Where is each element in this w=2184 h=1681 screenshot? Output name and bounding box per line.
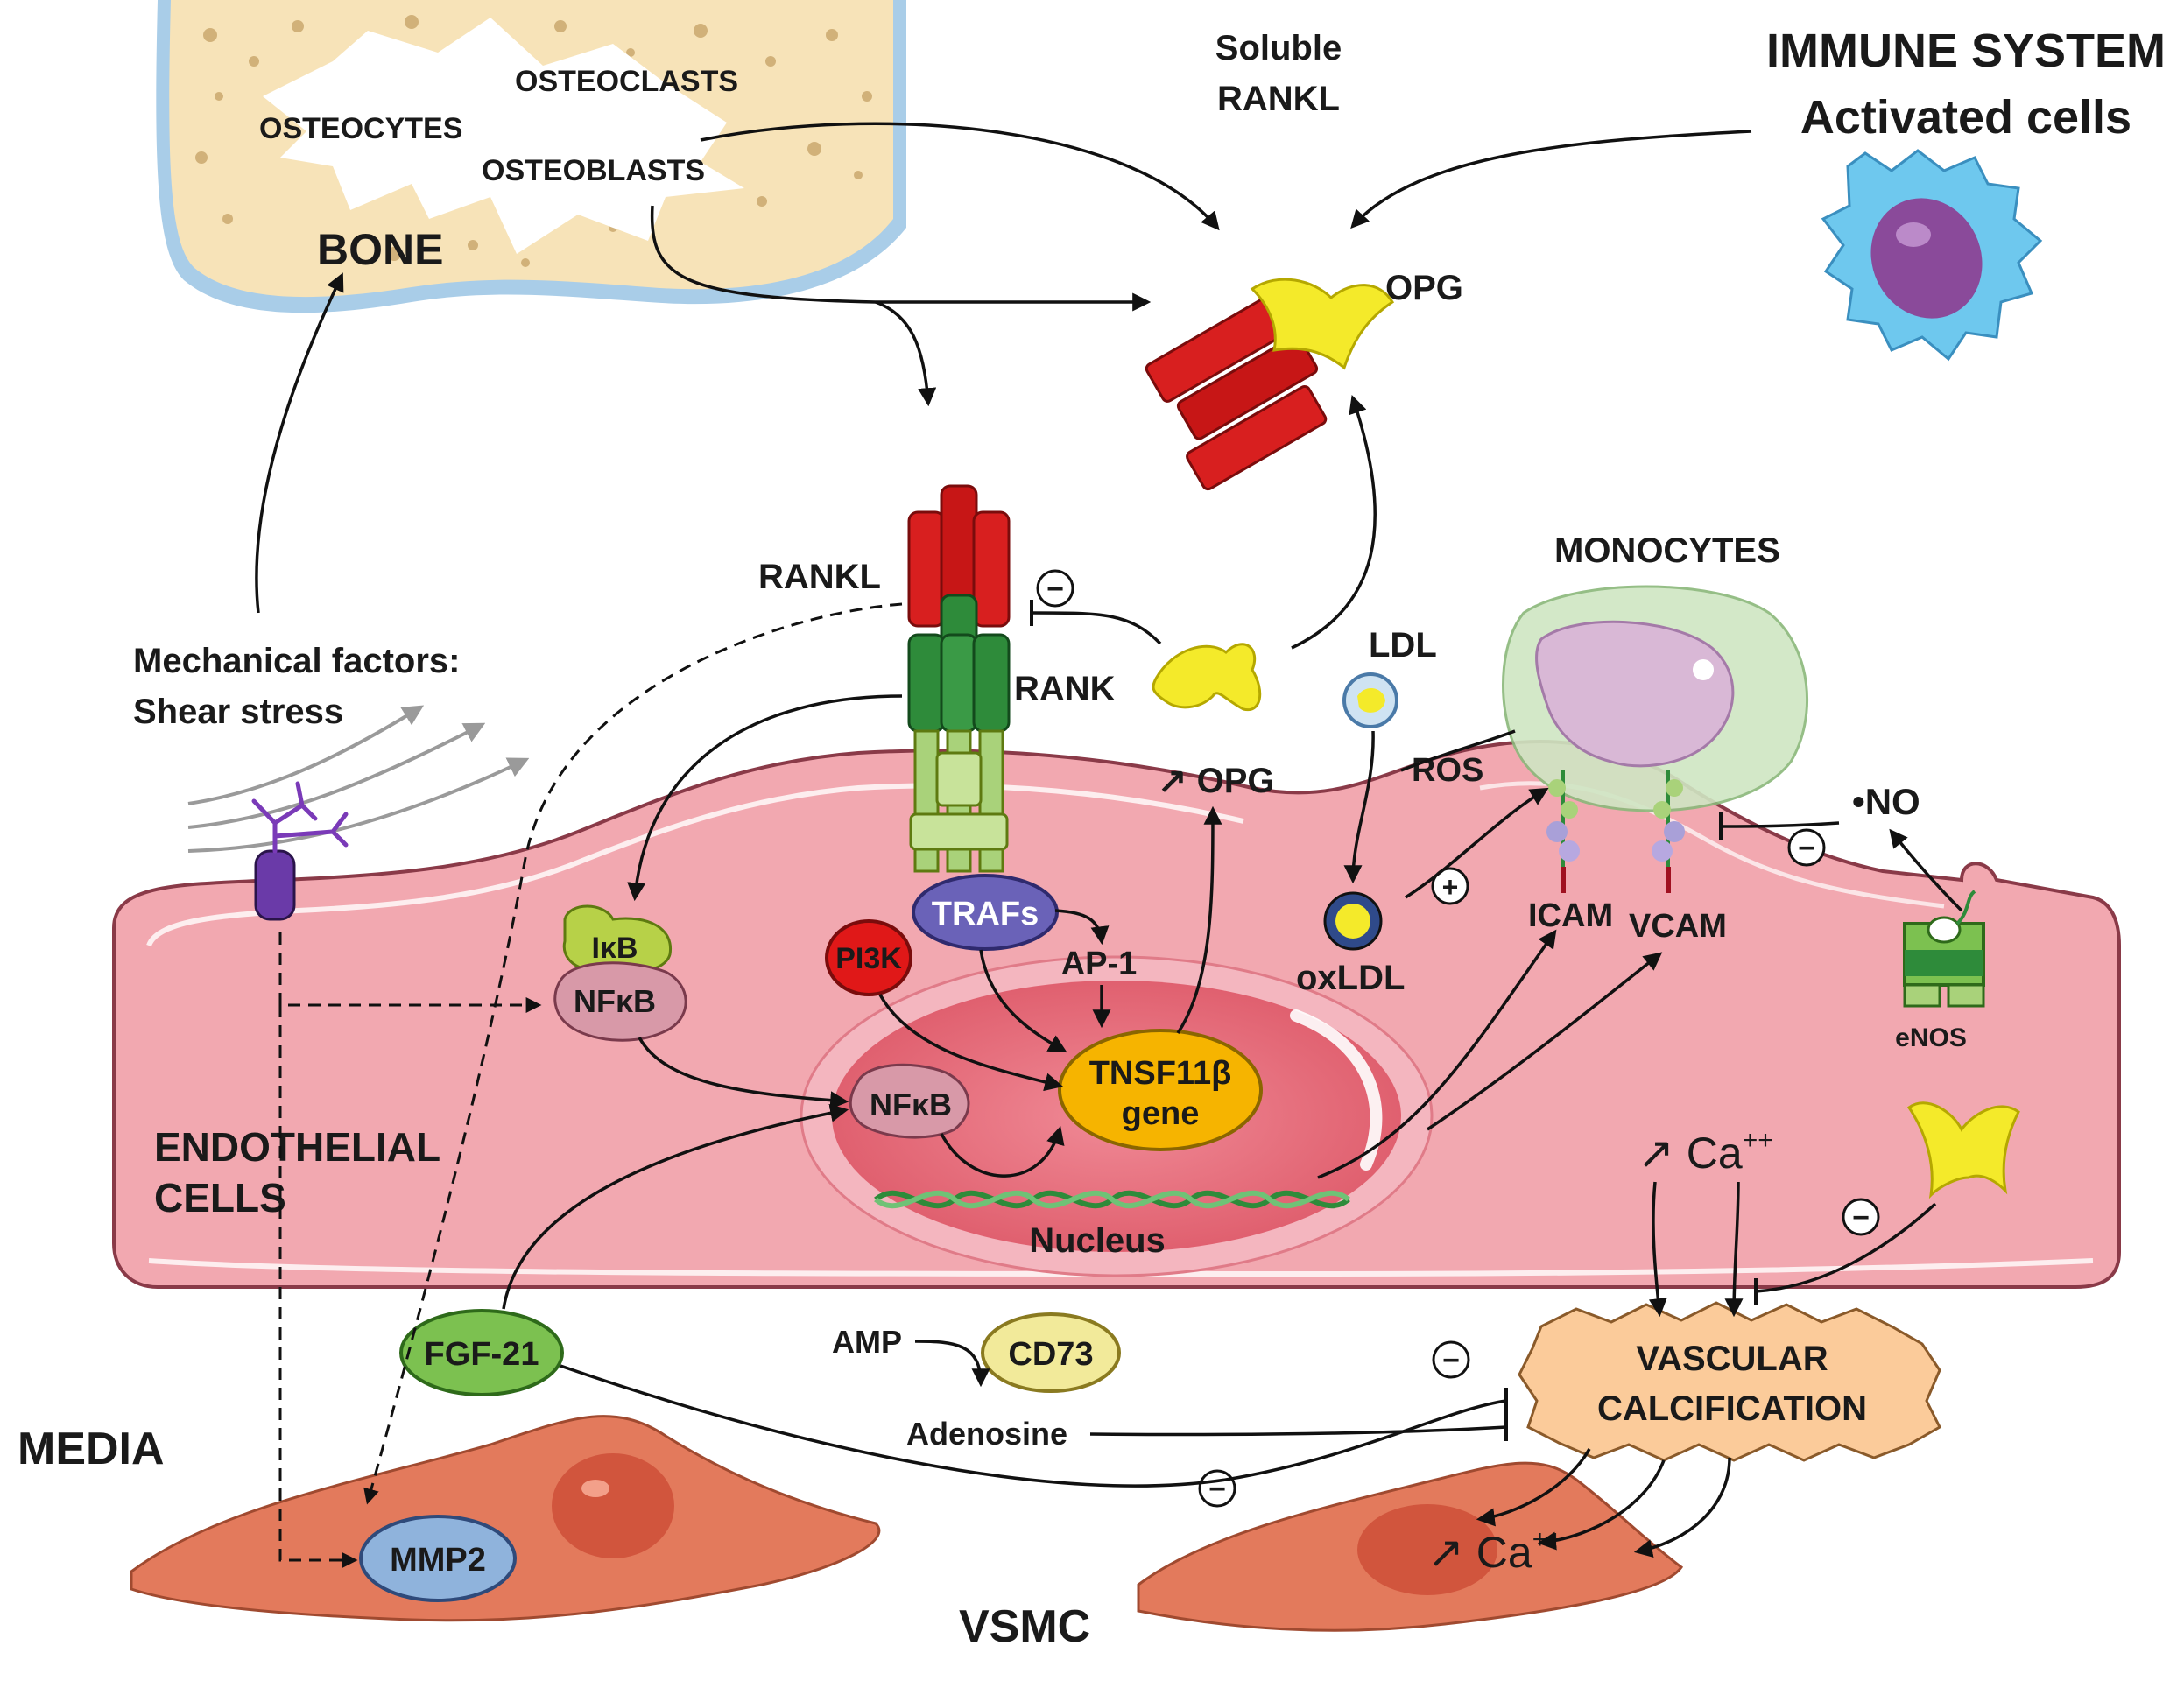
icam-label: ICAM [1528,897,1613,934]
fgf-minus-sign: − [1198,1469,1236,1508]
opg-rankl-complex [1145,278,1395,491]
ap1-label: AP-1 [1061,946,1138,982]
ca-vsmc-label: ↗ Ca++ [1427,1525,1563,1577]
no-minus-sign: − [1787,828,1826,867]
bone-label: BONE [317,225,443,274]
pi3k-label: PI3K [835,942,902,975]
calcification-minus-sign: − [1432,1340,1470,1379]
activated-cells-label: Activated cells [1800,91,2131,144]
enos-label: eNOS [1895,1023,1967,1052]
svg-text:−: − [1442,1344,1460,1377]
ca-endo-label: ↗ Ca++ [1638,1126,1773,1178]
ldl-particle [1342,672,1398,728]
inhibit-rankl-sign: − [1036,569,1074,608]
oxldl-particle [1323,891,1383,951]
osteoclasts-label: OSTEOCLASTS [515,65,738,98]
mmp2: MMP2 [359,1515,517,1602]
ikb-nfkb-complex: IκB NFκB [553,904,687,1042]
nfkb-nucleus-label: NFκB [870,1087,952,1122]
vcam-molecule [1652,770,1685,893]
rank-label: RANK [1014,670,1116,708]
opg-free-protein [1152,643,1262,712]
media-label: MEDIA [18,1424,165,1474]
osteoblasts-label: OSTEOBLASTS [482,154,705,187]
fgf21-label: FGF-21 [425,1336,539,1373]
mechanosensor [251,781,349,921]
mmp2-label: MMP2 [390,1542,486,1579]
vsmc-left [130,1415,881,1622]
calcification-label: CALCIFICATION [1597,1389,1867,1428]
cd73-label: CD73 [1008,1336,1093,1373]
mechanical-factors-label: Mechanical factors: [133,642,460,680]
ldl-label: LDL [1369,626,1437,665]
vsmc-right [1137,1461,1684,1632]
vcam-label: VCAM [1629,908,1727,945]
nfkb-nucleus: NFκB [849,1063,970,1139]
tnsf11b-gene: TNSF11β gene [1058,1029,1263,1151]
rankl-rank-receptor [907,484,1011,873]
opg-top-label: OPG [1385,269,1463,307]
no-label: •NO [1852,781,1920,822]
immune-system-label: IMMUNE SYSTEM [1766,25,2166,77]
fgf21: FGF-21 [399,1309,564,1396]
vascular-label: VASCULAR [1636,1340,1828,1378]
svg-text:−: − [1798,832,1815,865]
adenosine-label: Adenosine [906,1416,1067,1452]
cd73: CD73 [981,1312,1121,1393]
opg-up-label: ↗ OPG [1158,762,1275,800]
opg-right-protein [1906,1101,2020,1199]
oxldl-label: oxLDL [1296,959,1405,997]
vsmc-label: VSMC [959,1601,1090,1652]
vascular-calcification: VASCULAR CALCIFICATION [1518,1301,1941,1462]
endothelial-label-line1: ENDOTHELIAL [154,1124,440,1170]
monocytes-label: MONOCYTES [1554,531,1780,570]
opg-right-minus-sign: − [1842,1198,1880,1236]
ikb-label: IκB [592,932,638,965]
tnsf-label-line2: gene [1122,1095,1200,1132]
immune-cell [1821,149,2043,362]
trafs-label: TRAFs [932,896,1039,932]
svg-text:−: − [1852,1201,1870,1234]
endothelial-label-line2: CELLS [154,1175,286,1220]
svg-text:+: + [1442,871,1459,903]
pathway-arrows [255,122,1963,1568]
nfkb-cyto-label: NFκB [574,983,656,1019]
shear-stress-label: Shear stress [133,693,343,731]
dna-helix [874,1190,1350,1209]
icam-molecule [1546,770,1580,893]
svg-text:−: − [1046,573,1064,606]
pi3k: PI3K [825,919,912,996]
svg-text:−: − [1208,1473,1226,1506]
trafs: TRAFs [912,874,1059,951]
amp-label: AMP [832,1324,902,1360]
oxldl-plus-sign: + [1431,867,1469,905]
tnsf-label-line1: TNSF11β [1089,1055,1232,1092]
osteocytes-label: OSTEOCYTES [259,112,462,145]
cell-starburst [263,18,744,254]
soluble-rankl-label: RANKL [1217,80,1340,118]
rankl-label: RANKL [758,558,881,596]
monocyte-cell [1502,585,1809,812]
enos-enzyme [1903,890,1985,1008]
bone-tissue: OSTEOCYTES OSTEOCLASTS OSTEOBLASTS BONE [156,0,907,313]
soluble-label: Soluble [1215,29,1342,67]
nucleus-label: Nucleus [1029,1221,1166,1260]
shear-stress-arrows [187,705,530,853]
ros-label: ROS [1412,752,1483,789]
